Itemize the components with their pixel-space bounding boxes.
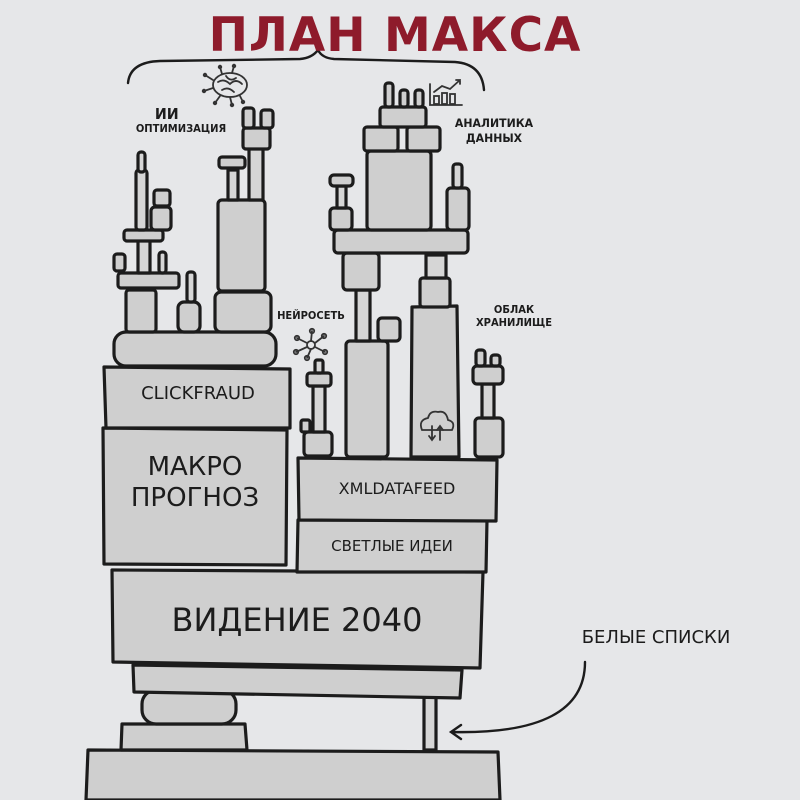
ai-tower-body	[216, 198, 267, 293]
mid-tall-block	[344, 339, 390, 459]
storage-ear-l	[474, 348, 487, 368]
cloud-storage-label: ОБЛАК ХРАНИЛИЩЕ	[468, 304, 559, 330]
ai-tower-cap	[217, 155, 247, 170]
nn-tiny	[299, 418, 312, 434]
analytics-cap-l	[328, 173, 355, 188]
analytics-stem-r	[451, 162, 464, 190]
left-cube-2	[152, 188, 172, 208]
ai-tower-ear-r	[259, 108, 275, 130]
left-plank	[116, 271, 181, 290]
analytics-small-r	[445, 186, 471, 232]
analytics-stem-l	[335, 184, 348, 210]
ai-label-line1: ИИ	[154, 105, 179, 123]
storage-base	[473, 416, 505, 459]
left-block-b	[176, 300, 202, 334]
ai-tower-stem	[226, 168, 240, 202]
clickfraud-block	[102, 365, 292, 430]
brain-circuit-icon	[201, 63, 248, 108]
analytics-small-l	[328, 206, 354, 232]
xmldatafeed-block	[296, 456, 499, 523]
vision-2040-label: ВИДЕНИЕ 2040	[171, 601, 423, 639]
cloud-tower-stem	[424, 253, 448, 280]
storage-ear-r	[489, 353, 502, 368]
left-cube-1	[149, 205, 173, 232]
cloud-upload-icon	[419, 410, 455, 442]
analytics-chimney-3	[413, 88, 425, 109]
nn-tip	[313, 358, 325, 375]
left-block-c	[213, 290, 273, 334]
base-slab-bottom	[84, 748, 502, 800]
left-platform	[112, 330, 278, 368]
curly-brace	[126, 47, 486, 92]
left-tiny-a	[112, 252, 127, 273]
left-antenna	[134, 168, 149, 232]
cloud-tower-neck	[418, 276, 452, 309]
analytics-label-line1: АНАЛИТИКА	[454, 116, 534, 130]
whitelists-label: БЕЛЫЕ СПИСКИ	[581, 627, 731, 648]
page-title: ПЛАН МАКСА	[208, 8, 582, 63]
left-antenna-tip	[136, 150, 147, 174]
analytics-shoulder-l	[362, 125, 400, 153]
analytics-platform	[332, 228, 470, 255]
analytics-head	[378, 105, 428, 129]
left-crossbar	[122, 228, 165, 243]
bright-ideas-label: СВЕТЛЫЕ ИДЕИ	[331, 537, 453, 555]
ai-tower-pillar	[247, 146, 265, 202]
analytics-body	[365, 149, 433, 232]
network-nodes-icon	[292, 327, 329, 362]
ai-label: ИИ ОПТИМИЗАЦИЯ	[125, 106, 237, 136]
left-stem-b	[185, 270, 197, 304]
ai-tower-ear-l	[241, 106, 256, 130]
analytics-chimney-1	[383, 81, 395, 109]
nn-stem	[311, 384, 327, 434]
base-step	[119, 722, 249, 752]
nn-cap	[305, 371, 333, 388]
ai-label-line2: ОПТИМИЗАЦИЯ	[135, 123, 227, 135]
analytics-label-line2: ДАННЫХ	[465, 131, 523, 145]
left-stem-2	[157, 250, 168, 275]
storage-cap	[471, 364, 505, 386]
macro-forecast-label: МАКРО ПРОГНОЗ	[104, 452, 286, 514]
base-plank	[131, 663, 464, 700]
left-block-a	[124, 288, 158, 334]
cloud-tower-block	[409, 304, 461, 459]
clickfraud-label: CLICKFRAUD	[141, 383, 255, 404]
bar-chart-icon	[429, 79, 463, 106]
nn-base	[302, 430, 334, 458]
analytics-label: АНАЛИТИКА ДАННЫХ	[442, 116, 547, 146]
analytics-chimney-2	[398, 88, 410, 109]
mid-stem	[354, 288, 372, 343]
macro-forecast-line2: ПРОГНОЗ	[130, 483, 260, 513]
whitelist-pillar	[422, 695, 438, 752]
curved-arrow-icon	[448, 660, 587, 741]
mid-cube	[376, 316, 402, 343]
left-stem-1	[136, 238, 152, 275]
analytics-lower-left	[341, 251, 381, 292]
neural-net-label: НЕЙРОСЕТЬ	[277, 310, 345, 322]
macro-forecast-line1: МАКРО	[147, 452, 243, 482]
cloud-storage-label-line2: ХРАНИЛИЩЕ	[475, 317, 553, 329]
xmldatafeed-label: XMLDATAFEED	[338, 479, 456, 498]
analytics-shoulder-r	[405, 125, 442, 153]
storage-stem	[480, 382, 496, 420]
ai-tower-head	[241, 126, 272, 151]
cloud-storage-label-line1: ОБЛАК	[493, 304, 535, 316]
